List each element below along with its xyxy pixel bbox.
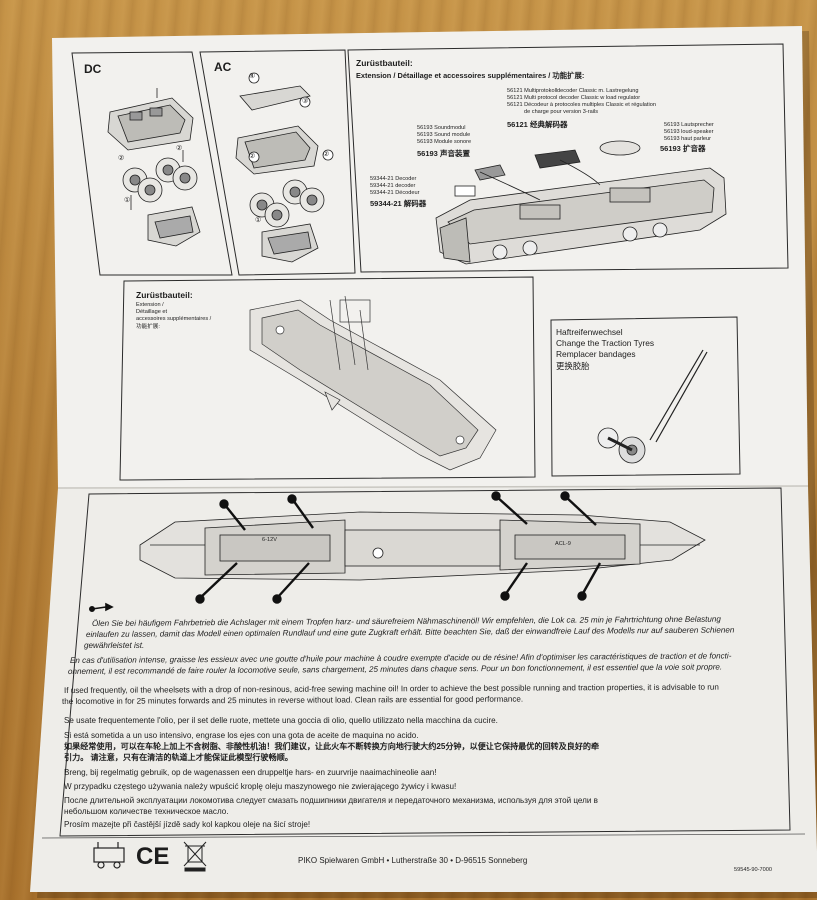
tyres-line-3: Remplacer bandages	[556, 349, 636, 359]
tyres-line-4: 更换胶胎	[556, 361, 590, 371]
instruction-cs: Prosím mazejte při častější jízdě sady k…	[64, 820, 311, 829]
soundmodule-cn: 56193 声音装置	[417, 149, 470, 158]
step-3-icon: ③	[302, 98, 309, 105]
ac-label: AC	[214, 60, 232, 74]
zurust-panel-box	[119, 276, 536, 481]
step-2-icon: ②	[176, 145, 183, 152]
decoder-line-3: 59344-21 Décodeur	[370, 190, 420, 196]
instruction-de-3: gewährleistet ist.	[84, 641, 145, 650]
instruction-nl: Breng, bij regelmatig gebruik, op de wag…	[64, 768, 437, 777]
company-address: PIKO Spielwaren GmbH • Lutherstraße 30 •…	[298, 856, 528, 865]
exploded-body-drawing	[249, 295, 497, 471]
decoder-classic-cn: 56121 经典解码器	[507, 120, 568, 129]
zurust-line-4: 功能扩展:	[136, 324, 160, 330]
decoder-line-2: 59344-21 decoder	[370, 183, 416, 189]
loco-chassis-drawing	[435, 140, 727, 265]
step-1-icon: ①	[124, 197, 131, 204]
zurust-line-3: accessoires supplémentaires /	[136, 316, 212, 322]
instruction-es: Si está sometida a un uso intensivo, eng…	[64, 731, 419, 740]
instruction-ru-2: небольшом количестве техническое масло.	[64, 807, 229, 816]
document-code: 59545-90-7000	[734, 867, 772, 873]
speaker-cn: 56193 扩音器	[660, 144, 706, 153]
direction-arrow-icon	[89, 602, 114, 612]
extension-title: Zurüstbauteil:	[356, 58, 413, 68]
speaker-line-1: 56193 Lautsprecher	[664, 122, 714, 128]
dc-panel-box	[71, 51, 233, 276]
decoder-classic-line-2: 56121 Multi protocol decoder Classic w l…	[507, 95, 641, 101]
tyres-line-1: Haftreifenwechsel	[556, 327, 623, 337]
soundmodule-line-2: 56193 Sound module	[417, 132, 471, 138]
speaker-line-2: 56193 loud-speaker	[664, 129, 714, 135]
decoder-cn: 59344-21 解码器	[370, 199, 427, 208]
locomotive-pictogram-icon	[93, 842, 125, 869]
tyres-panel-box	[550, 316, 741, 477]
ac-panel-box	[199, 49, 356, 276]
decoder-classic-line-1: 56121 Multiprotokolldecoder Classic m. L…	[507, 88, 639, 94]
step-2-icon: ②	[323, 151, 330, 158]
step-1-icon: ①	[255, 217, 262, 224]
decoder-line-1: 59344-21 Decoder	[370, 176, 417, 182]
soundmodule-line-3: 56193 Module sonore	[417, 139, 472, 145]
dc-bogie-drawing	[107, 88, 201, 247]
ac-bogie-drawing	[235, 72, 334, 263]
weee-bin-icon	[183, 841, 207, 872]
ce-mark: CE	[136, 843, 170, 870]
step-2-icon: ②	[118, 155, 125, 162]
step-4-icon: ④	[249, 73, 256, 80]
instruction-cn-1: 如果经常使用，可以在车轮上加上不含树脂、非酸性机油！我们建议，让此火车不断转换方…	[64, 742, 600, 751]
instruction-it: Se usate frequentemente l'olio, per il s…	[64, 716, 498, 725]
tyre-change-drawing	[597, 349, 708, 464]
soundmodule-line-1: 56193 Soundmodul	[417, 125, 466, 131]
decoder-classic-line-4: de charge pour version 3-rails	[524, 109, 598, 115]
oil-point-arrows	[195, 491, 602, 604]
chassis-label-right: ACL-9	[555, 541, 571, 547]
extension-subtitle: Extension / Détaillage et accessoires su…	[356, 71, 585, 80]
tyres-line-2: Change the Traction Tyres	[556, 338, 655, 348]
instruction-pl: W przypadku częstego używania należy wpu…	[64, 782, 457, 791]
step-2-icon: ②	[249, 153, 256, 160]
instruction-cn-2: 引力。 请注意，只有在清洁的轨道上才能保证此模型行驶畅顺。	[64, 753, 293, 762]
decoder-classic-line-3: 56121 Décodeur à protocoles multiples Cl…	[507, 102, 656, 108]
speaker-line-3: 56193 haut parleur	[664, 136, 711, 142]
extension-panel-box	[347, 43, 789, 273]
zurust-title: Zurüstbauteil:	[136, 290, 193, 300]
chassis-panel-box	[59, 487, 791, 837]
instruction-ru-1: После длительной эксплуатации локомотива…	[64, 796, 598, 805]
dc-label: DC	[84, 62, 102, 76]
zurust-line-1: Extension /	[136, 302, 164, 308]
chassis-label-left: 6-12V	[262, 537, 277, 543]
zurust-line-2: Détaillage et	[136, 309, 168, 315]
